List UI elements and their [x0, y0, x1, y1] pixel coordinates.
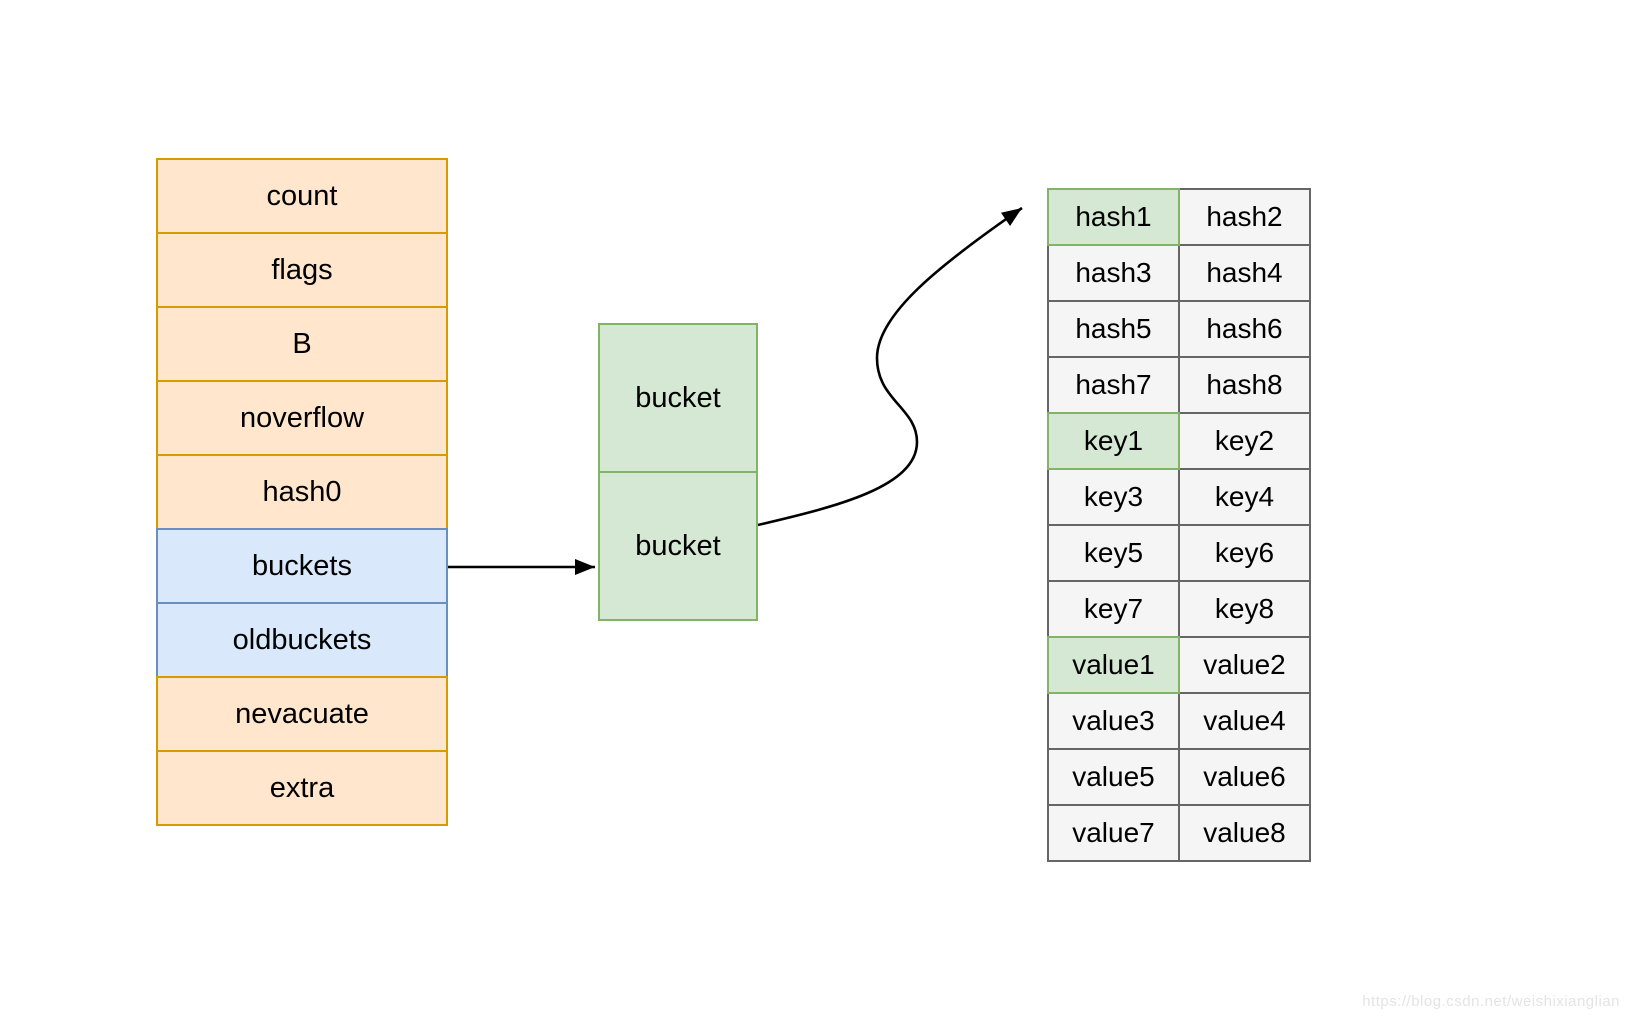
- hmap-field-buckets: buckets: [156, 528, 448, 604]
- table-cell-hash7: hash7: [1047, 356, 1180, 414]
- bucket-cell-1: bucket: [598, 471, 758, 621]
- table-cell-value2: value2: [1178, 636, 1311, 694]
- table-cell-value8: value8: [1178, 804, 1311, 862]
- table-cell-key7: key7: [1047, 580, 1180, 638]
- hmap-field-noverflow: noverflow: [156, 380, 448, 456]
- table-cell-value6: value6: [1178, 748, 1311, 806]
- hmap-field-flags: flags: [156, 232, 448, 308]
- watermark: https://blog.csdn.net/weishixianglian: [1362, 993, 1620, 1010]
- table-cell-key2: key2: [1178, 412, 1311, 470]
- table-cell-key1: key1: [1047, 412, 1180, 470]
- hmap-field-count: count: [156, 158, 448, 234]
- table-cell-key6: key6: [1178, 524, 1311, 582]
- table-cell-hash2: hash2: [1178, 188, 1311, 246]
- table-cell-hash5: hash5: [1047, 300, 1180, 358]
- table-cell-value5: value5: [1047, 748, 1180, 806]
- table-cell-hash1: hash1: [1047, 188, 1180, 246]
- hmap-field-oldbuckets: oldbuckets: [156, 602, 448, 678]
- table-cell-key8: key8: [1178, 580, 1311, 638]
- hmap-field-nevacuate: nevacuate: [156, 676, 448, 752]
- arrow-bucket-to-hash-table: [757, 206, 1023, 527]
- table-cell-key4: key4: [1178, 468, 1311, 526]
- table-cell-hash4: hash4: [1178, 244, 1311, 302]
- table-cell-key5: key5: [1047, 524, 1180, 582]
- table-cell-hash8: hash8: [1178, 356, 1311, 414]
- table-cell-value1: value1: [1047, 636, 1180, 694]
- hmap-field-hash0: hash0: [156, 454, 448, 530]
- table-cell-hash6: hash6: [1178, 300, 1311, 358]
- bucket-cell-0: bucket: [598, 323, 758, 473]
- table-cell-value4: value4: [1178, 692, 1311, 750]
- table-cell-value3: value3: [1047, 692, 1180, 750]
- table-cell-key3: key3: [1047, 468, 1180, 526]
- table-cell-value7: value7: [1047, 804, 1180, 862]
- hmap-field-B: B: [156, 306, 448, 382]
- table-cell-hash3: hash3: [1047, 244, 1180, 302]
- hmap-field-extra: extra: [156, 750, 448, 826]
